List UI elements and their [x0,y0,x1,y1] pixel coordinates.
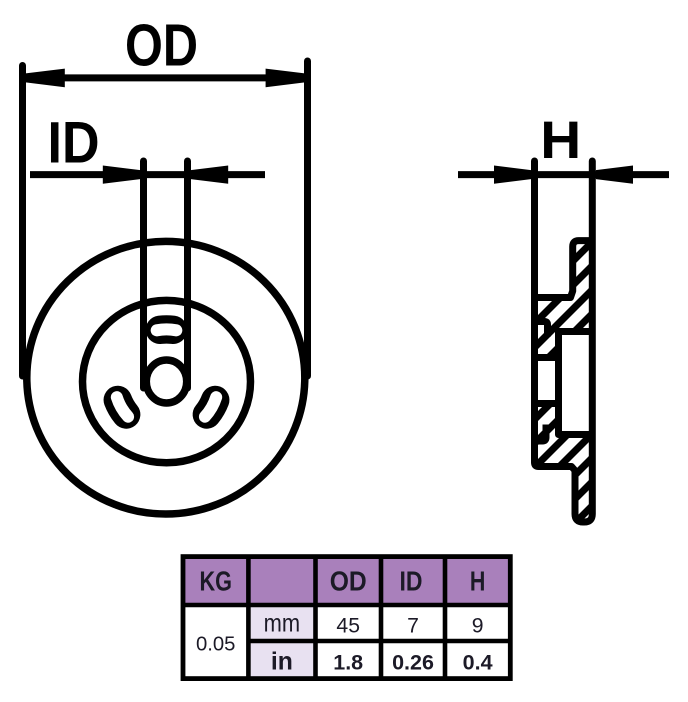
svg-text:1.8: 1.8 [333,650,363,674]
svg-text:OD: OD [125,11,198,78]
svg-text:H: H [540,111,581,170]
svg-text:0.4: 0.4 [463,650,493,674]
svg-text:KG: KG [199,565,232,596]
svg-text:H: H [470,565,486,596]
svg-text:9: 9 [472,615,484,638]
svg-text:7: 7 [407,615,419,638]
svg-text:0.05: 0.05 [196,632,236,655]
svg-text:0.26: 0.26 [392,650,434,674]
svg-text:45: 45 [336,615,360,638]
svg-text:OD: OD [330,565,367,596]
svg-text:ID: ID [48,111,100,176]
svg-text:in: in [271,647,293,675]
svg-text:ID: ID [400,565,423,596]
svg-text:mm: mm [264,610,301,638]
